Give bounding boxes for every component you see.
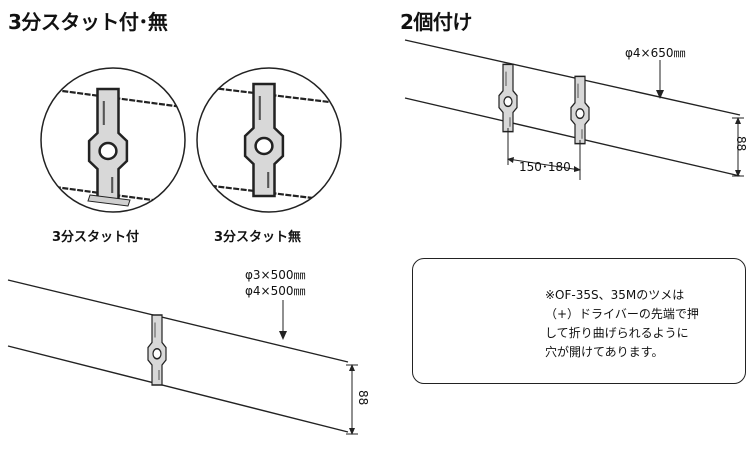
height-label-left: 88 [356,390,370,406]
caption-with-stud: 3分スタット付 [52,230,140,245]
detail-without-stud [196,67,342,213]
size-label-phi4: φ4×500㎜ [245,284,306,298]
size-label-phi3: φ3×500㎜ [245,268,306,282]
detail-with-stud [40,67,186,213]
caption-without-stud: 3分スタット無 [214,230,302,245]
note-line-3: して折り曲げられるように [545,326,689,340]
spacing-label: 150･180 [519,160,571,174]
height-label-right: 88 [734,136,748,152]
single-mount-diagram [7,279,358,435]
note-line-1: ※OF-35S、35Mのツメは [545,288,685,302]
section-title-stud: 3分スタット付･無 [8,10,168,34]
double-mount-diagram [404,39,744,180]
size-label-right: φ4×650㎜ [625,46,686,60]
note-text: ※OF-35S、35Mのツメは （+）ドライバーの先端で押 して折り曲げられるよ… [545,286,745,362]
note-line-2: （+）ドライバーの先端で押 [545,307,699,321]
note-box [412,258,746,384]
section-title-double: 2個付け [400,10,472,34]
note-line-4: 穴が開けてあります。 [545,345,664,359]
